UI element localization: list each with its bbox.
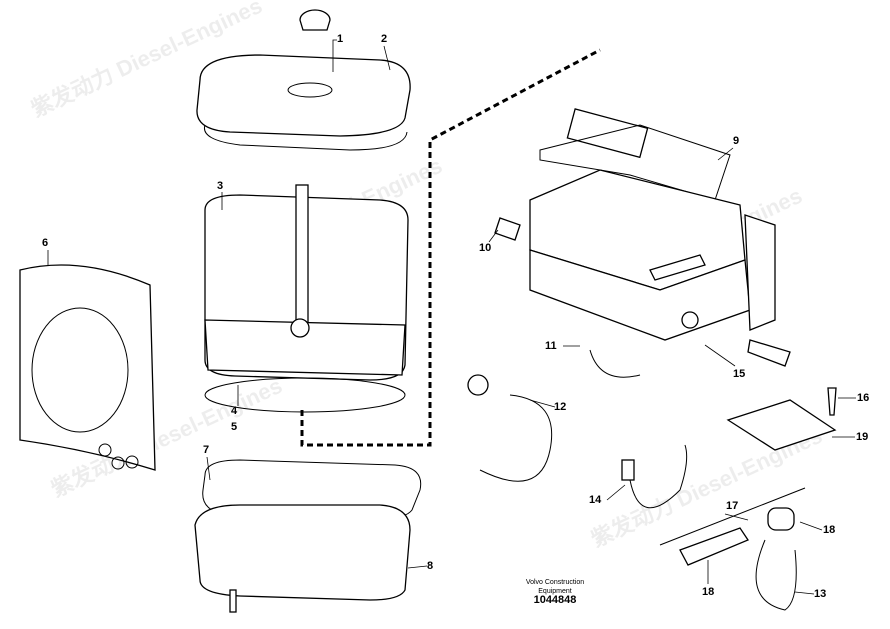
callout-15: 15 — [733, 368, 746, 380]
tank-lid — [196, 9, 411, 151]
callout-8: 8 — [427, 560, 434, 572]
footer-brand: Volvo Construction — [525, 579, 585, 586]
callout-1: 1 — [337, 33, 344, 45]
leader-lines — [47, 39, 856, 595]
callout-2: 2 — [381, 33, 388, 45]
callout-4: 4 — [231, 405, 238, 417]
callout-19: 19 — [856, 431, 869, 443]
callout-12: 12 — [554, 401, 567, 413]
callout-18: 18 — [702, 586, 715, 598]
callout-13: 13 — [814, 588, 827, 600]
sensor — [827, 387, 837, 416]
wire-harnesses — [467, 349, 806, 611]
part-number: 1044848 — [533, 594, 577, 606]
tank-body — [204, 184, 409, 413]
tank-base — [194, 459, 422, 613]
decal-sheet — [19, 264, 156, 471]
callout-6: 6 — [42, 237, 49, 249]
callout-5: 5 — [231, 421, 238, 433]
callout-10: 10 — [479, 242, 492, 254]
callout-3: 3 — [217, 180, 224, 192]
callout-9: 9 — [733, 135, 740, 147]
footer: Volvo Construction Equipment 1044848 — [505, 578, 605, 606]
callout-7: 7 — [203, 444, 210, 456]
footer-brand-line2: Equipment — [538, 588, 572, 595]
electrical-box — [494, 108, 791, 367]
callout-18: 18 — [823, 524, 836, 536]
callout-17: 17 — [726, 500, 739, 512]
callout-14: 14 — [589, 494, 602, 506]
callout-11: 11 — [545, 340, 557, 352]
circuit-board — [726, 399, 837, 451]
callout-16: 16 — [857, 392, 870, 404]
